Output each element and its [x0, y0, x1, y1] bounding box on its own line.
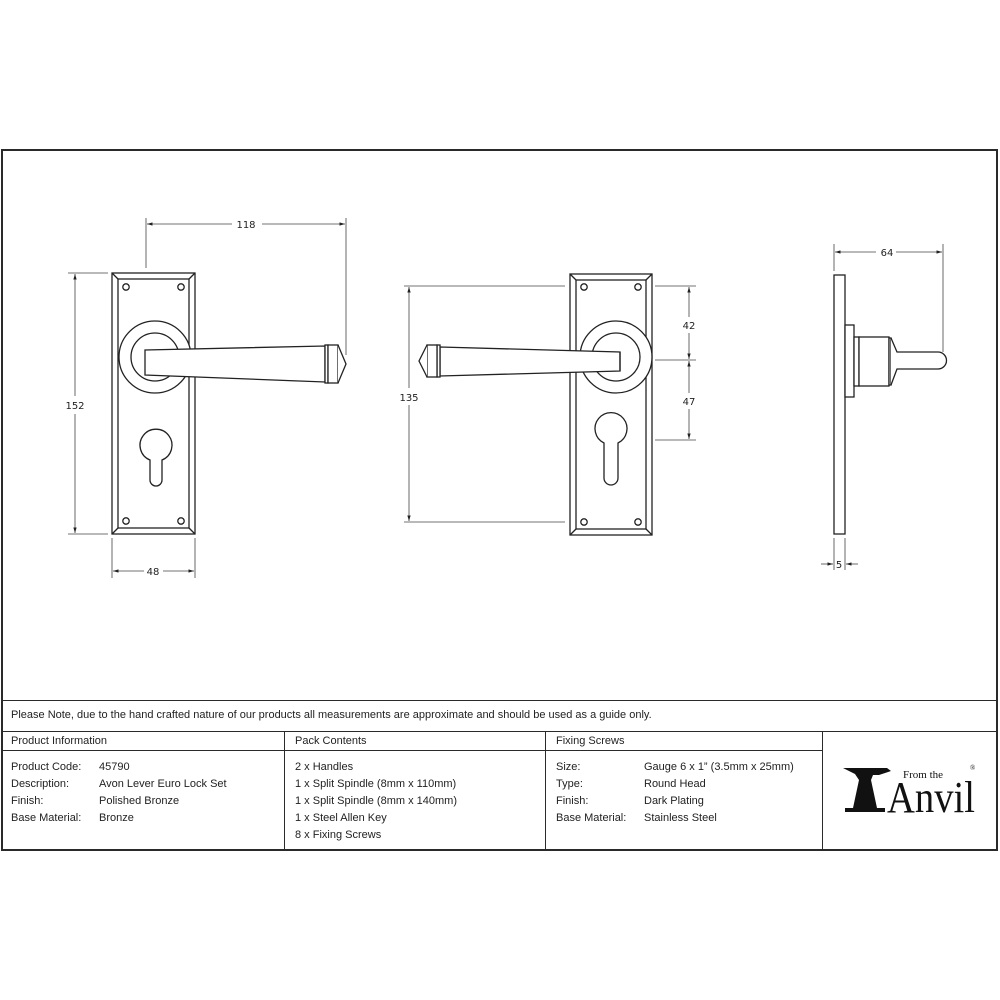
lever-handle — [118, 320, 347, 394]
screw-hole-icon — [177, 517, 185, 525]
pack-contents-section: Pack Contents 2 x Handles 1 x Split Spin… — [285, 732, 546, 851]
screw-hole-icon — [122, 283, 130, 291]
fixing-screws-section: Fixing Screws Size:Gauge 6 x 1” (3.5mm x… — [546, 732, 823, 851]
dimension-plate-thickness: 5 — [836, 560, 842, 571]
euro-cylinder-cutout — [594, 411, 628, 486]
backplate — [569, 273, 653, 536]
description-value: Avon Lever Euro Lock Set — [99, 778, 227, 790]
drawing-sheet-frame — [1, 149, 998, 851]
svg-text:From the: From the — [903, 769, 943, 781]
product-code-row: Product Code:45790 — [11, 759, 284, 776]
screw-material-row: Base Material:Stainless Steel — [556, 812, 717, 824]
backplate — [111, 272, 196, 535]
screw-hole-icon — [634, 283, 642, 291]
front-view — [111, 272, 347, 535]
pack-item: 2 x Handles — [295, 761, 354, 773]
screw-hole-icon — [122, 517, 130, 525]
front-view-dimensions — [68, 218, 347, 578]
side-view — [833, 274, 948, 535]
screw-hole-icon — [580, 518, 588, 526]
screw-size-row: Size:Gauge 6 x 1” (3.5mm x 25mm) — [556, 761, 794, 773]
product-code-value: 45790 — [99, 761, 130, 773]
pack-item: 1 x Split Spindle (8mm x 110mm) — [295, 778, 457, 790]
from-the-anvil-logo: From the Anvil ® — [843, 764, 976, 818]
screw-hole-icon — [177, 283, 185, 291]
finish-row: Finish:Polished Bronze — [11, 793, 284, 810]
base-material-value: Bronze — [99, 812, 134, 824]
pack-item: 1 x Split Spindle (8mm x 140mm) — [295, 795, 457, 807]
dimension-lever-length: 118 — [236, 220, 255, 231]
dimension-projection: 64 — [881, 248, 894, 259]
dimension-top-to-spindle: 42 — [683, 321, 696, 332]
measurement-note: Please Note, due to the hand crafted nat… — [1, 701, 998, 732]
svg-text:®: ® — [970, 764, 976, 772]
specification-table: Please Note, due to the hand crafted nat… — [1, 700, 998, 851]
rear-view-dimensions — [404, 285, 696, 523]
section-heading: Fixing Screws — [546, 732, 822, 751]
section-heading: Product Information — [1, 732, 284, 751]
brand-logo-cell: From the Anvil ® — [823, 732, 998, 851]
pack-item: 1 x Steel Allen Key — [295, 812, 387, 824]
screw-hole-icon — [580, 283, 588, 291]
anvil-icon — [843, 768, 891, 812]
lever-handle — [418, 320, 653, 394]
svg-text:Anvil: Anvil — [887, 773, 975, 818]
rear-view — [418, 273, 653, 536]
dimension-spindle-to-cylinder: 47 — [683, 397, 696, 408]
dimension-fixing-centres: 135 — [399, 393, 418, 404]
finish-value: Polished Bronze — [99, 795, 180, 807]
dimension-plate-height: 152 — [65, 401, 84, 412]
screw-type-row: Type:Round Head — [556, 778, 706, 790]
base-material-row: Base Material:Bronze — [11, 810, 284, 827]
screw-finish-row: Finish:Dark Plating — [556, 795, 704, 807]
description-row: Description:Avon Lever Euro Lock Set — [11, 776, 284, 793]
side-view-dimensions — [821, 244, 944, 570]
pack-item: 8 x Fixing Screws — [295, 829, 382, 841]
dimension-plate-width: 48 — [147, 567, 160, 578]
section-heading: Pack Contents — [285, 732, 545, 751]
product-information-section: Product Information Product Code:45790 D… — [1, 732, 285, 851]
screw-hole-icon — [634, 518, 642, 526]
euro-cylinder-cutout — [139, 428, 173, 487]
